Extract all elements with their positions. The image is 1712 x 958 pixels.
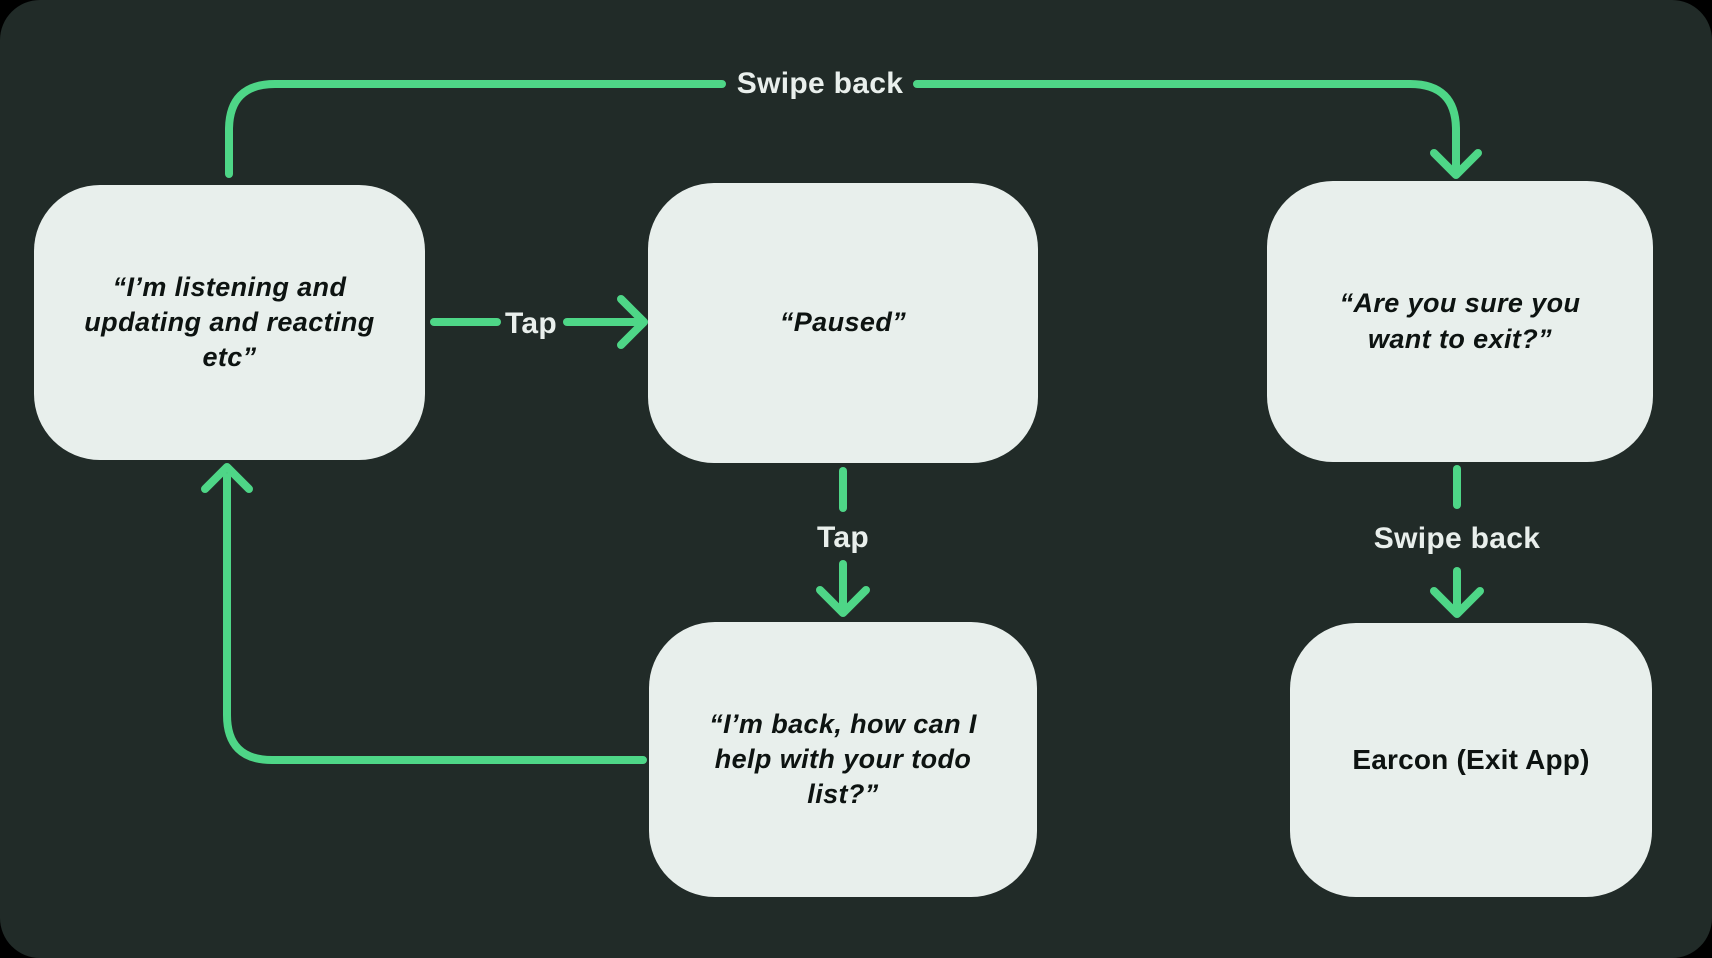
label-swipe-back-top: Swipe back [736, 67, 904, 100]
arrow-swipe-back-top-right-segment [913, 80, 1460, 171]
label-tap-right: Tap [504, 307, 558, 340]
node-text-line: updating and reacting [84, 306, 375, 337]
node-text-line: Earcon (Exit App) [1352, 743, 1590, 775]
label-swipe-back-down: Swipe back [1373, 522, 1541, 555]
node-text-line: etc” [202, 342, 257, 373]
node-exit-confirm-state: “Are you sure you want to exit?” [1267, 181, 1653, 462]
arrow-tap-right [430, 295, 648, 349]
node-text-line: help with your todo [714, 743, 972, 774]
arrow-swipe-back-top-left-segment [225, 80, 726, 178]
node-text-line: “I’m listening and [112, 271, 347, 302]
node-text-line: “Paused” [779, 307, 907, 338]
arrowhead-down-icon [816, 586, 870, 617]
arrow-tap-down [816, 467, 870, 617]
arrowhead-right-icon [617, 295, 648, 349]
node-paused-state: “Paused” [648, 183, 1038, 463]
node-text-line: list?” [807, 779, 879, 810]
arrowhead-down-icon [1430, 587, 1484, 618]
arrow-swipe-back-down [1430, 465, 1484, 618]
arrowhead-up-icon [201, 463, 253, 493]
arrowhead-down-icon [1430, 149, 1482, 179]
node-text-line: “I’m back, how can I [709, 708, 977, 739]
node-text-line: “Are you sure you [1339, 288, 1581, 319]
arrow-loop-back-segment [223, 473, 647, 764]
node-listening-state: “I’m listening and updating and reacting… [34, 185, 425, 460]
node-back-state: “I’m back, how can I help with your todo… [649, 622, 1037, 897]
node-earcon-exit-app: Earcon (Exit App) [1290, 623, 1652, 897]
node-text-line: want to exit?” [1367, 323, 1553, 354]
arrow-loop-back [201, 463, 647, 764]
label-tap-down: Tap [816, 521, 870, 554]
arrow-swipe-back-top [225, 80, 1482, 179]
